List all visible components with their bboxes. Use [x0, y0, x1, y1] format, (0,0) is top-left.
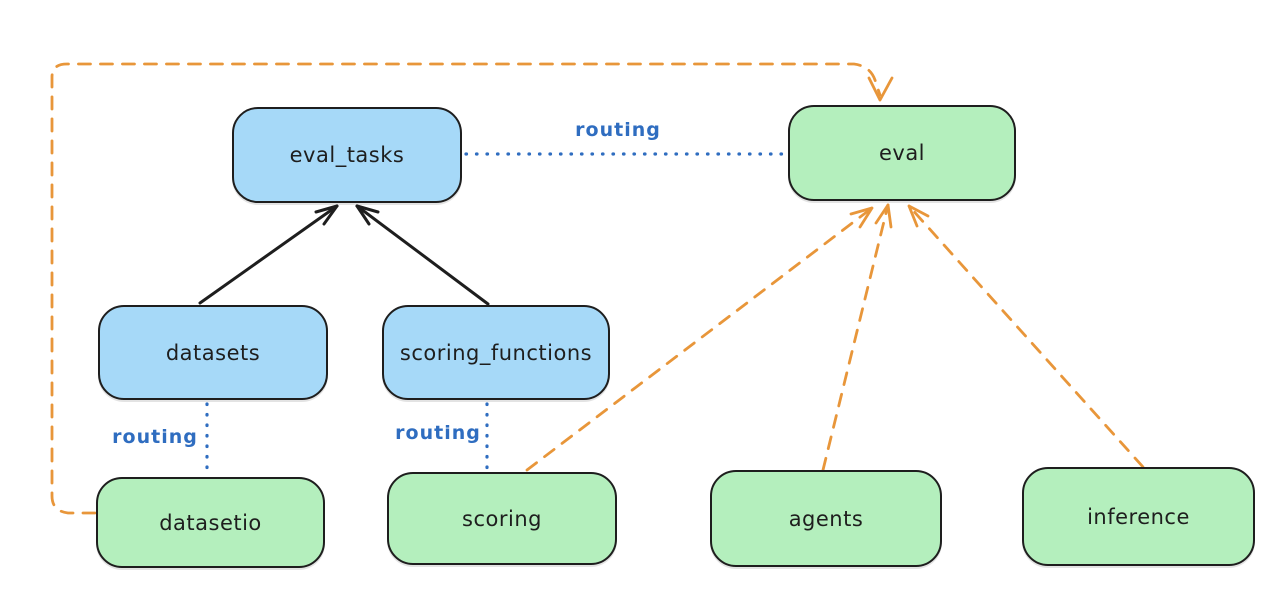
edge-label-routing-scoring-functions-scoring: routing — [395, 422, 481, 444]
edge-inference-to-eval — [907, 204, 1145, 469]
node-scoring: scoring — [387, 472, 617, 565]
node-agents-label: agents — [788, 506, 864, 531]
edge-scoring-functions-to-eval-tasks — [355, 204, 490, 306]
node-agents: agents — [710, 470, 942, 567]
node-inference-label: inference — [1087, 504, 1190, 529]
node-scoring-label: scoring — [462, 506, 542, 531]
node-eval-tasks-label: eval_tasks — [289, 143, 405, 167]
node-datasetio: datasetio — [96, 477, 325, 568]
edge-label-routing-eval-tasks-eval: routing — [575, 119, 661, 141]
node-eval: eval — [788, 105, 1016, 201]
node-scoring-functions-label: scoring_functions — [399, 340, 593, 365]
node-eval-tasks: eval_tasks — [232, 107, 462, 203]
node-datasets-label: datasets — [165, 340, 261, 365]
edge-label-routing-datasets-datasetio: routing — [112, 426, 198, 448]
node-datasets: datasets — [98, 305, 328, 400]
node-scoring-functions: scoring_functions — [382, 305, 610, 400]
node-inference: inference — [1022, 467, 1255, 566]
edge-agents-to-eval — [821, 203, 893, 472]
node-datasetio-label: datasetio — [159, 510, 262, 535]
node-eval-label: eval — [878, 141, 926, 165]
edge-datasets-to-eval-tasks — [198, 204, 339, 305]
